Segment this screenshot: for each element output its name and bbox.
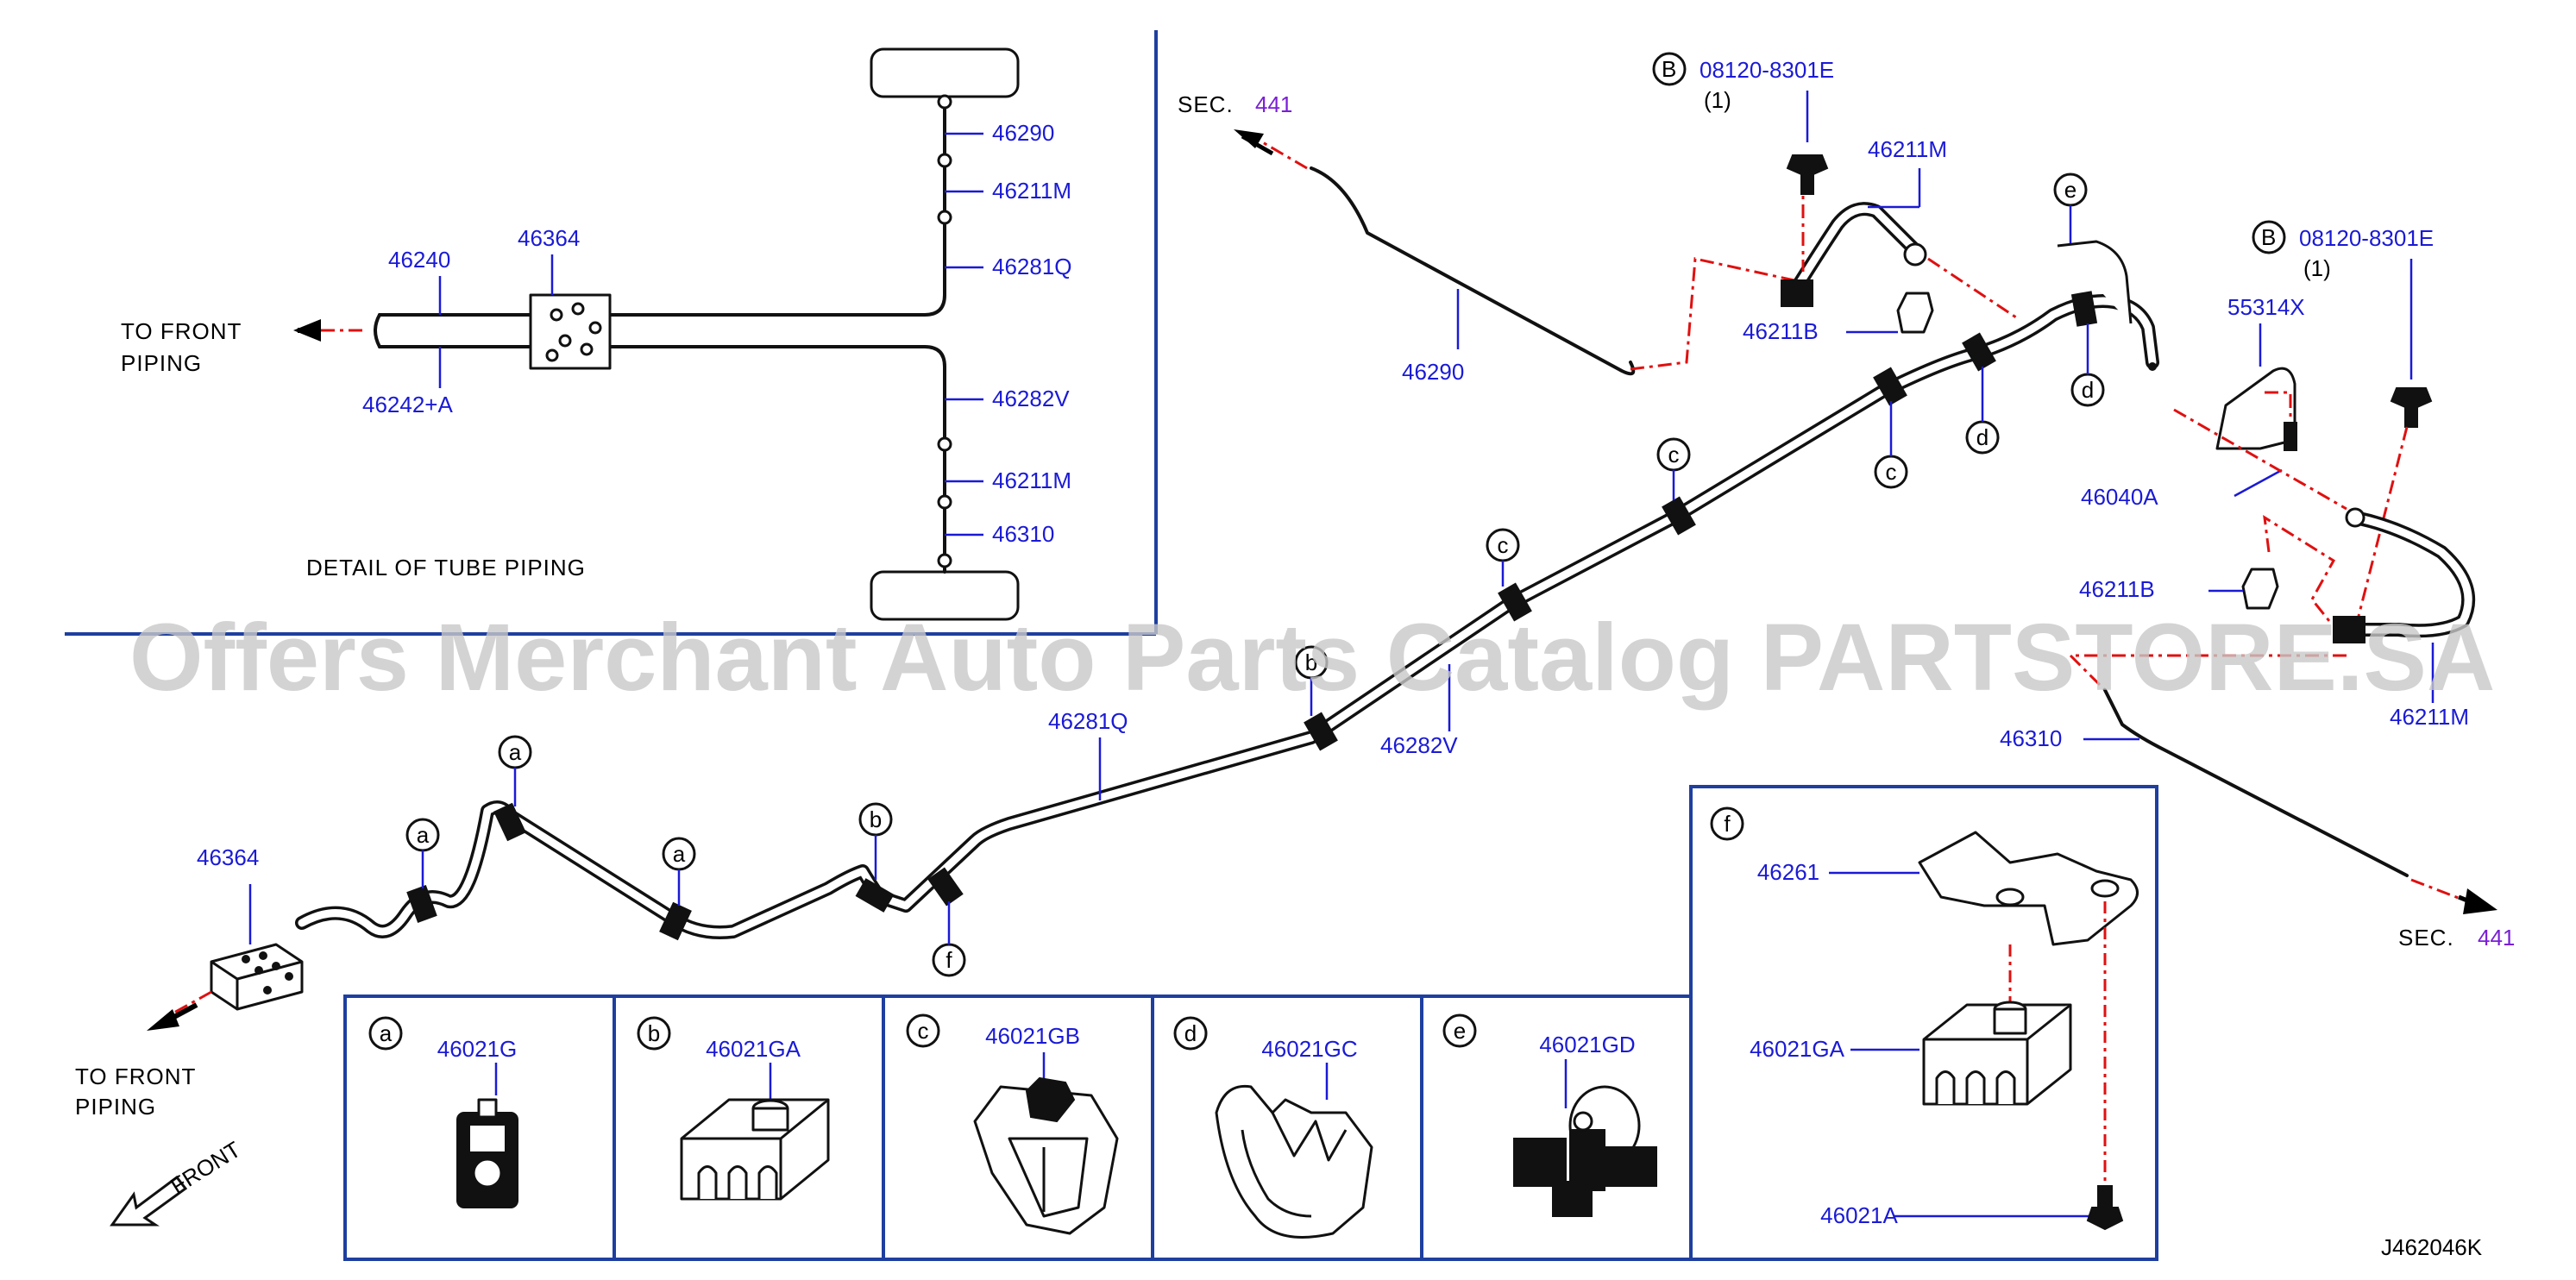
bolt-qty-right: (1) <box>2303 255 2331 281</box>
legend-b: b 46021GA <box>637 1016 830 1201</box>
to-front-label-2: PIPING <box>121 350 202 376</box>
bolt-qty-top: (1) <box>1704 87 1731 113</box>
label-55314X: 55314X <box>2227 294 2305 320</box>
legend-part-b: 46021GA <box>706 1036 801 1062</box>
svg-text:e: e <box>2064 177 2077 203</box>
label-46364: 46364 <box>197 844 259 870</box>
svg-text:e: e <box>1454 1018 1466 1044</box>
legend-part-46261: 46261 <box>1757 859 1819 885</box>
wheel-top <box>870 47 1020 98</box>
svg-text:d: d <box>2082 377 2094 403</box>
svg-text:d: d <box>1184 1020 1197 1046</box>
svg-text:b: b <box>648 1020 660 1046</box>
legend-e: e 46021GD <box>1442 1013 1657 1217</box>
detail-title: DETAIL OF TUBE PIPING <box>306 555 586 580</box>
junction-block-46364 <box>210 943 304 1011</box>
svg-text:FRONT: FRONT <box>166 1136 245 1199</box>
label-46310: 46310 <box>2000 725 2062 751</box>
bolt-badge-top: B <box>1662 56 1676 82</box>
to-front-label-main-1: TO FRONT <box>75 1064 196 1089</box>
label-46040A: 46040A <box>2081 484 2158 510</box>
label-46211B-right: 46211B <box>2079 576 2155 602</box>
detail-tube-piping: TO FRONT PIPING DETAIL OF TUBE PIPING 46… <box>121 47 1072 621</box>
label-46211M-detail-bottom: 46211M <box>992 467 1071 493</box>
legend-d: d 46021GC <box>1173 1016 1373 1239</box>
legend-part-46021GA-f: 46021GA <box>1750 1036 1845 1062</box>
sec-441-lower-num: 441 <box>2478 925 2515 951</box>
junction-block-detail <box>529 293 612 370</box>
svg-text:a: a <box>417 822 430 848</box>
to-front-label-main-2: PIPING <box>75 1094 156 1120</box>
bolt-badge-right: B <box>2261 224 2276 250</box>
label-46211M-top: 46211M <box>1868 136 1947 162</box>
svg-text:f: f <box>946 947 952 973</box>
bolt-part-right: 08120-8301E <box>2299 225 2434 251</box>
legend-part-46021A: 46021A <box>1820 1202 1898 1228</box>
svg-text:c: c <box>1886 459 1897 485</box>
label-46290-detail: 46290 <box>992 120 1054 146</box>
legend-part-a: 46021G <box>437 1036 518 1062</box>
svg-text:c: c <box>1668 442 1680 467</box>
svg-text:a: a <box>673 841 686 867</box>
label-46290: 46290 <box>1402 359 1464 385</box>
label-46211B-top: 46211B <box>1743 318 1819 344</box>
label-46281Q: 46281Q <box>1048 708 1128 734</box>
svg-text:d: d <box>1976 424 1989 450</box>
legend-part-c: 46021GB <box>985 1023 1080 1049</box>
sec-441-upper-label: SEC. <box>1178 91 1234 117</box>
label-46310-detail: 46310 <box>992 521 1054 547</box>
legend-f: f 46261 46021GA 46021A <box>1710 806 2139 1231</box>
sec-441-upper-num: 441 <box>1255 91 1292 117</box>
legend-part-d: 46021GC <box>1261 1036 1357 1062</box>
legend-c: c 46021GB <box>906 1013 1119 1235</box>
front-arrow: FRONT <box>110 1136 245 1227</box>
label-46364-detail: 46364 <box>518 225 580 251</box>
diagram-id: J462046K <box>2381 1234 2483 1260</box>
label-46211M-detail-top: 46211M <box>992 178 1071 204</box>
svg-text:b: b <box>1305 649 1317 675</box>
legend-panel: a 46021G b 46021GA c 46021GB <box>343 785 2158 1261</box>
callouts: a a a b f b c c c d d e <box>405 173 2105 977</box>
to-front-label-1: TO FRONT <box>121 318 242 344</box>
legend-part-e: 46021GD <box>1539 1032 1635 1057</box>
svg-text:c: c <box>918 1018 929 1044</box>
label-46242A: 46242+A <box>362 392 453 417</box>
svg-text:f: f <box>1724 811 1731 837</box>
watermark: Offers Merchant Auto Parts Catalog PARTS… <box>129 605 2495 711</box>
bolt-part-top: 08120-8301E <box>1700 57 1834 83</box>
label-46282V-detail: 46282V <box>992 386 1070 411</box>
sec-441-lower-label: SEC. <box>2398 925 2454 951</box>
label-46240: 46240 <box>388 247 450 273</box>
svg-text:c: c <box>1498 532 1509 558</box>
svg-text:a: a <box>380 1020 393 1046</box>
label-46211M-right: 46211M <box>2390 704 2469 730</box>
legend-a: a 46021G <box>368 1016 518 1208</box>
svg-text:b: b <box>870 806 882 832</box>
label-46281Q-detail: 46281Q <box>992 254 1072 279</box>
label-46282V: 46282V <box>1380 732 1458 758</box>
svg-text:a: a <box>509 739 522 765</box>
